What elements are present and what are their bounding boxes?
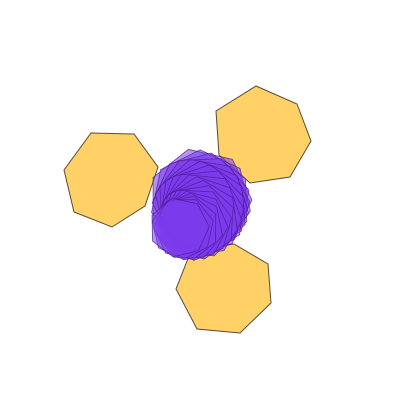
swirl-layer [151, 197, 210, 258]
heptagon-left [63, 132, 159, 228]
purple-swirl [151, 148, 253, 261]
heptagon-top-right [215, 85, 312, 184]
heptagon-bottom [175, 243, 272, 334]
